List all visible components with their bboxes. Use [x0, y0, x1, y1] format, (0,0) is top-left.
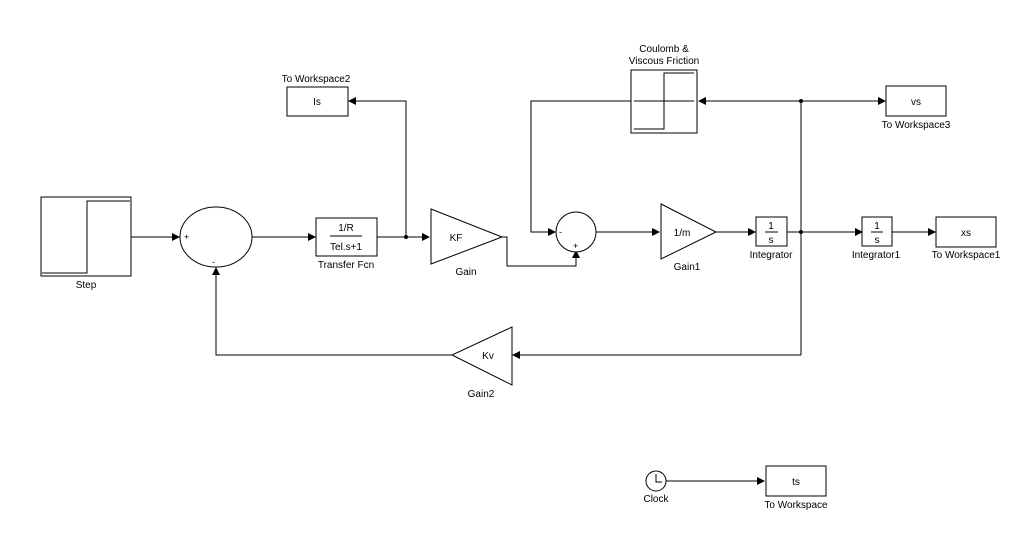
clock-label: Clock — [643, 494, 669, 505]
clock-block[interactable]: Clock — [643, 470, 669, 505]
tf-numerator: 1/R — [338, 223, 354, 234]
to-workspace-block[interactable]: ts To Workspace — [764, 465, 828, 511]
gain-value: KF — [450, 233, 463, 244]
integrator-block[interactable]: 1 s Integrator — [750, 216, 793, 261]
arrow-head — [212, 267, 220, 275]
step-block[interactable]: Step — [40, 196, 132, 291]
to-workspace1-var: xs — [961, 228, 971, 239]
to-workspace2-block[interactable]: To Workspace2 Is — [282, 74, 351, 117]
to-workspace2-label: To Workspace2 — [282, 74, 351, 85]
branch-point — [799, 99, 803, 103]
sum2-sign-minus: - — [559, 227, 562, 237]
gain-block[interactable]: KF Gain — [430, 208, 504, 278]
sum2-block[interactable]: - + — [555, 211, 597, 253]
friction-icon-curve — [634, 72, 694, 130]
wire-tf-toworkspace2 — [356, 100, 407, 237]
to-workspace3-block[interactable]: vs To Workspace3 — [882, 85, 951, 131]
branch-point — [404, 235, 408, 239]
integrator-numerator: 1 — [768, 221, 774, 232]
sum1-block[interactable]: + - — [179, 206, 253, 268]
integrator1-block[interactable]: 1 s Integrator1 — [852, 216, 901, 261]
step-icon — [42, 200, 130, 274]
clock-icon-hands — [655, 474, 662, 483]
arrow-head — [928, 228, 936, 236]
arrow-head — [855, 228, 863, 236]
arrow-head — [878, 97, 886, 105]
arrow-head — [422, 233, 430, 241]
arrow-head — [748, 228, 756, 236]
arrow-head — [548, 228, 556, 236]
to-workspace-var: ts — [792, 477, 800, 488]
wire-gain-sum2 — [502, 236, 577, 267]
friction-block[interactable]: Coulomb & Viscous Friction — [629, 44, 699, 134]
gain-label: Gain — [455, 267, 476, 278]
friction-label-line2: Viscous Friction — [629, 56, 699, 67]
wire-gain2-sum1 — [215, 275, 452, 356]
transfer-fcn-block[interactable]: 1/R Tel.s+1 Transfer Fcn — [315, 217, 378, 271]
friction-label-line1: Coulomb & — [639, 44, 689, 55]
arrow-head — [348, 97, 356, 105]
gain2-value: Kv — [482, 351, 494, 362]
to-workspace1-label: To Workspace1 — [932, 250, 1001, 261]
integrator1-denominator: s — [875, 235, 880, 246]
to-workspace3-var: vs — [911, 97, 921, 108]
to-workspace-label: To Workspace — [764, 500, 828, 511]
integrator1-numerator: 1 — [874, 221, 880, 232]
to-workspace2-var: Is — [313, 97, 321, 108]
arrow-head — [572, 250, 580, 258]
gain2-label: Gain2 — [468, 389, 495, 400]
arrow-head — [698, 97, 706, 105]
arrow-head — [172, 233, 180, 241]
arrow-head — [512, 351, 520, 359]
gain1-value: 1/m — [674, 228, 691, 239]
to-workspace1-block[interactable]: xs To Workspace1 — [932, 216, 1001, 261]
tf-denominator: Tel.s+1 — [330, 242, 362, 253]
gain1-label: Gain1 — [674, 262, 701, 273]
gain2-block[interactable]: Kv Gain2 — [450, 326, 513, 400]
arrow-head — [757, 477, 765, 485]
gain1-block[interactable]: 1/m Gain1 — [660, 203, 718, 273]
sum1-sign-plus: + — [184, 232, 189, 242]
sum2-sign-plus: + — [573, 241, 578, 251]
step-label: Step — [76, 280, 97, 291]
arrow-head — [652, 228, 660, 236]
tf-label: Transfer Fcn — [318, 260, 374, 271]
arrow-head — [308, 233, 316, 241]
sum1-sign-minus: - — [212, 257, 215, 267]
integrator-label: Integrator — [750, 250, 793, 261]
wire-friction-sum2 — [530, 100, 631, 233]
to-workspace3-label: To Workspace3 — [882, 120, 951, 131]
integrator1-label: Integrator1 — [852, 250, 901, 261]
integrator-denominator: s — [769, 235, 774, 246]
